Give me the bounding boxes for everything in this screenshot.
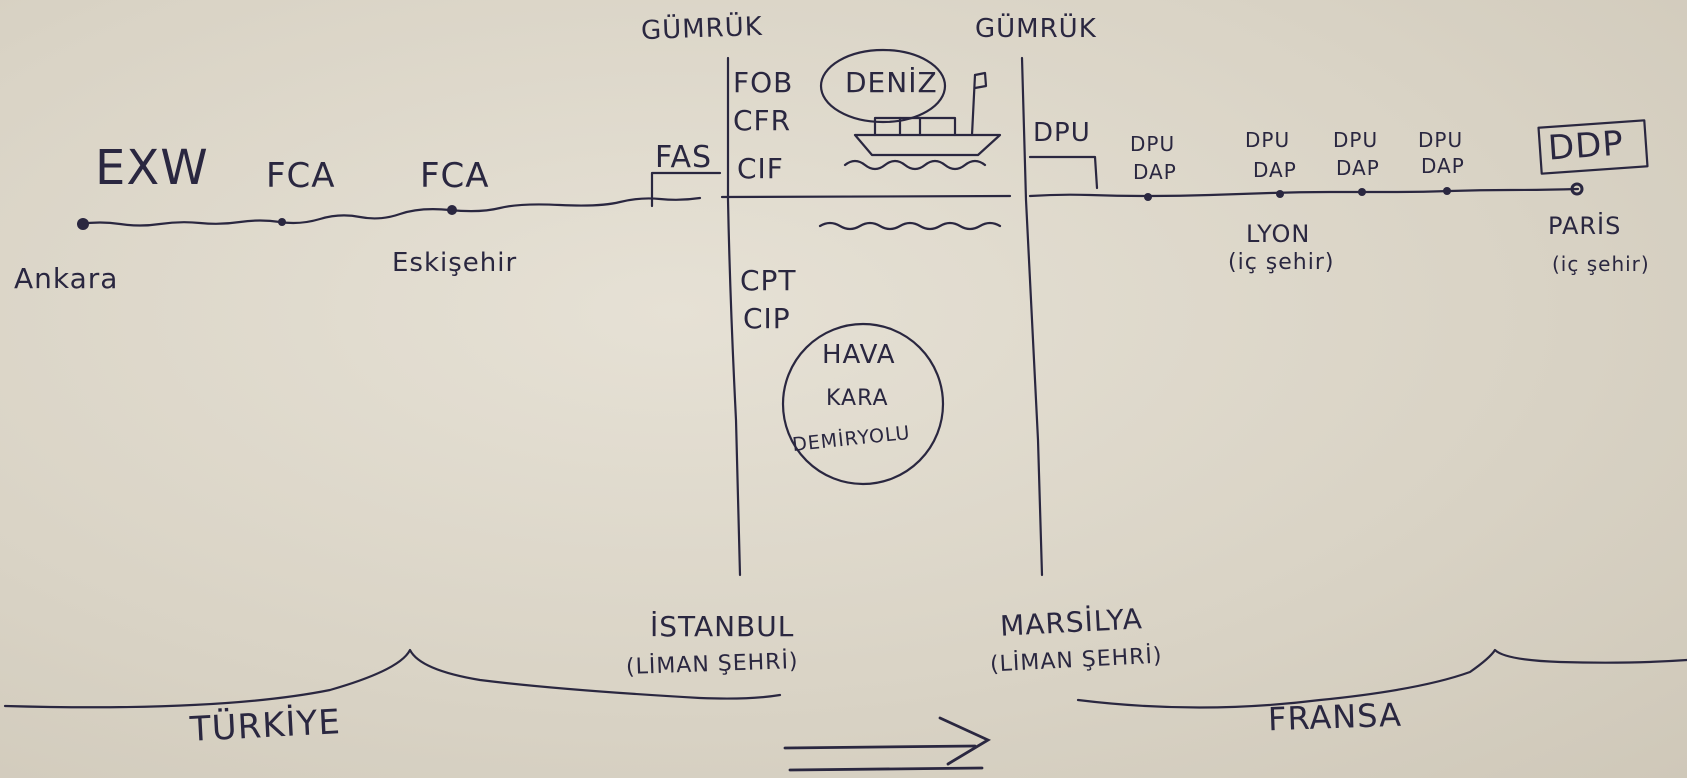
country-turkiye: TÜRKİYE (189, 702, 342, 750)
dpu-bracket (1028, 155, 1099, 190)
city-paris-sub: (iç şehir) (1552, 252, 1650, 276)
customs-label-right: GÜMRÜK (975, 14, 1097, 44)
fob-label: FOB (733, 66, 794, 99)
modes-circle (781, 322, 945, 486)
fca-label-1: FCA (266, 156, 336, 196)
customs-line-istanbul (726, 56, 742, 577)
direction-arrow-icon (783, 716, 991, 772)
eskisehir-dot (447, 205, 457, 215)
ddp-box (1537, 119, 1649, 175)
dap-label-3: DAP (1336, 156, 1380, 180)
dpu-port-label: DPU (1033, 118, 1091, 148)
customs-label-left: GÜMRÜK (640, 11, 764, 47)
route-line (78, 196, 702, 227)
fransa-brace (1076, 648, 1687, 709)
dap-label-1: DAP (1133, 160, 1177, 184)
country-fransa: FRANSA (1267, 695, 1403, 739)
lyon-dot (1276, 190, 1284, 198)
city-ankara: Ankara (14, 262, 119, 295)
customs-line-marsilya (1020, 56, 1044, 577)
waves-1 (843, 159, 987, 171)
fas-label: FAS (655, 140, 713, 175)
cfr-label: CFR (733, 104, 792, 137)
sea-label: DENİZ (845, 66, 938, 99)
dap-4-dot (1443, 187, 1451, 195)
exw-label: EXW (95, 140, 209, 196)
fas-bracket (650, 171, 722, 208)
dpu-label-3: DPU (1333, 128, 1379, 152)
city-eskisehir: Eskişehir (392, 248, 518, 278)
route-line-france (1028, 187, 1580, 198)
paris-dot (1570, 182, 1584, 196)
turkiye-brace (3, 648, 782, 709)
waves-2 (818, 221, 1002, 231)
dap-3-dot (1358, 188, 1366, 196)
dap-label-2: DAP (1253, 158, 1297, 182)
city-paris: PARİS (1548, 212, 1622, 240)
ankara-dot (77, 218, 89, 230)
city-istanbul: İSTANBUL (650, 610, 795, 643)
fca-1-dot (278, 218, 286, 226)
city-lyon-sub: (iç şehir) (1228, 250, 1335, 275)
dap-1-dot (1144, 193, 1152, 201)
city-lyon: LYON (1246, 220, 1311, 248)
cpt-label: CPT (740, 264, 797, 297)
mode-road: KARA (826, 386, 889, 411)
dap-label-4: DAP (1421, 154, 1465, 178)
cip-label: CIP (743, 302, 791, 335)
dpu-label-1: DPU (1130, 132, 1176, 156)
dpu-label-2: DPU (1245, 128, 1291, 152)
ship-icon (853, 71, 1002, 157)
route-line-sea (720, 194, 1012, 199)
dpu-label-4: DPU (1418, 128, 1464, 152)
sea-circle (819, 48, 947, 124)
mode-air: HAVA (822, 340, 896, 370)
fca-label-2: FCA (420, 156, 490, 196)
ddp-label: DDP (1546, 123, 1626, 169)
cif-label: CIF (737, 152, 784, 185)
